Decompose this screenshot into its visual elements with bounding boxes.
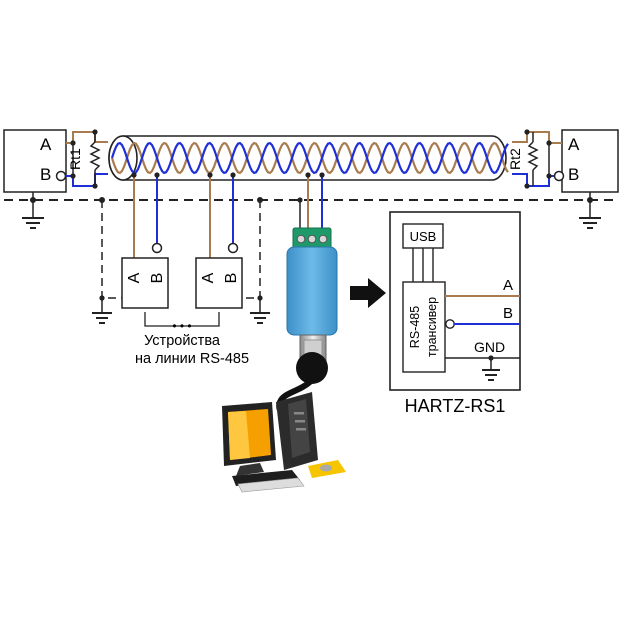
terminator-label-rt2: Rt2 xyxy=(507,148,523,170)
ground-icon xyxy=(250,298,270,324)
left-terminator: Rt1 xyxy=(66,129,108,189)
right-node: A B xyxy=(553,129,619,193)
transceiver-label-line1: RS-485 xyxy=(408,306,422,348)
usb-rs485-converter xyxy=(286,172,338,366)
inverted-input-bubble xyxy=(445,319,455,329)
ground-icon xyxy=(482,358,500,381)
device-1-label-b: B xyxy=(149,273,166,284)
devices-caption-line1: Устройства xyxy=(144,333,221,349)
inverted-input-bubble xyxy=(151,242,163,254)
device-1-label-a: A xyxy=(126,272,143,283)
right-node-label-a: A xyxy=(568,135,580,154)
ground-icon xyxy=(579,192,601,229)
resistor-icon xyxy=(89,132,101,186)
ground-icon xyxy=(22,192,44,229)
device-2-label-b: B xyxy=(223,273,240,284)
inverted-input-bubble xyxy=(553,170,565,182)
devices-caption-line2: на линии RS-485 xyxy=(135,351,249,367)
usb-block-label: USB xyxy=(410,229,437,244)
devices-ellipsis: • • • xyxy=(172,319,191,333)
transceiver-block xyxy=(402,281,446,373)
inverted-input-bubble xyxy=(227,242,239,254)
transceiver-label-line2: трансивер xyxy=(425,297,439,357)
right-terminator: Rt2 xyxy=(507,129,562,189)
bus-device-1: A B xyxy=(92,172,169,324)
output-a-label: A xyxy=(503,277,513,294)
arrow-right-icon xyxy=(350,278,386,308)
device-2-label-a: A xyxy=(200,272,217,283)
output-gnd-label: GND xyxy=(474,339,505,355)
devices-caption: • • • Устройства на линии RS-485 xyxy=(135,312,249,367)
twisted-pair-cable xyxy=(108,135,509,181)
left-node: A B xyxy=(3,129,67,193)
terminal-block xyxy=(292,227,332,251)
converter-detail-box: USB RS-485 трансивер A B GND HARTZ-RS1 xyxy=(389,211,521,416)
left-node-label-a: A xyxy=(40,135,52,154)
output-b-label: B xyxy=(503,305,513,322)
inverted-input-bubble xyxy=(55,170,67,182)
terminator-label-rt1: Rt1 xyxy=(67,148,83,170)
left-node-label-b: B xyxy=(40,165,51,184)
shield-ground-line xyxy=(4,192,616,229)
resistor-icon xyxy=(527,132,539,186)
right-node-label-b: B xyxy=(568,165,579,184)
computer-icon xyxy=(222,392,346,493)
wire-b xyxy=(110,141,509,175)
converter-name: HARTZ-RS1 xyxy=(405,396,506,416)
ground-icon xyxy=(92,298,112,324)
bus-device-2: A B xyxy=(195,172,270,324)
